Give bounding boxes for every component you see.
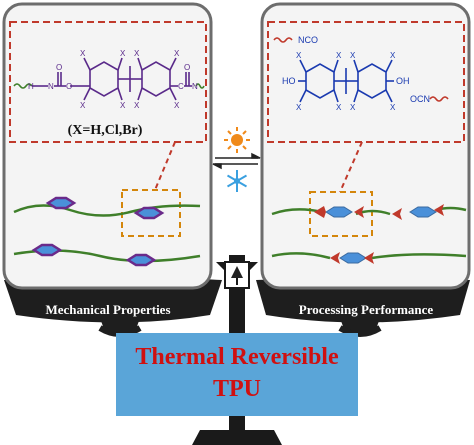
- right-chevron-4: [434, 204, 444, 216]
- left-hexagon-1: [45, 196, 77, 210]
- right-panel: NCO X X X X X X X X: [260, 2, 471, 290]
- right-chevron-5: [330, 252, 340, 264]
- left-panel-frame: [2, 2, 213, 290]
- right-zoom-connector: [339, 141, 363, 193]
- right-chain-2b: [371, 253, 467, 260]
- atom-x: X: [390, 103, 396, 112]
- oh-label: OH: [396, 76, 410, 86]
- right-chevron-6: [364, 252, 374, 264]
- center-equilibrium: [212, 127, 261, 192]
- ocn-label: OCN: [410, 94, 430, 104]
- atom-x: X: [350, 103, 356, 112]
- atom-x: X: [120, 101, 126, 110]
- atom-x: X: [336, 103, 342, 112]
- sun-icon: [224, 127, 250, 153]
- substituent-note: (X=H,Cl,Br): [68, 123, 143, 138]
- atom-x: X: [174, 101, 180, 110]
- left-pan-stem: [100, 318, 140, 332]
- atom-h: H: [28, 82, 34, 91]
- left-pan-caption: Mechanical Properties: [45, 302, 170, 317]
- left-molecule-labels: X X X X X X X X H N O O C O N: [28, 49, 198, 110]
- left-molecule-box: [9, 21, 207, 143]
- atom-o: O: [66, 82, 72, 91]
- left-molecule: [13, 57, 205, 101]
- atom-x: X: [80, 101, 86, 110]
- atom-x: X: [120, 49, 126, 58]
- base-box-rect: [116, 333, 358, 416]
- snowflake-icon: [226, 170, 248, 192]
- left-panel: X X X X X X X X H N O O C O N (X=H,Cl,Br…: [2, 2, 213, 290]
- atom-x: X: [134, 49, 140, 58]
- right-pan-bracket: [338, 325, 382, 337]
- ho-label: HO: [282, 76, 296, 86]
- right-highlight-box: [309, 191, 373, 237]
- right-panel-frame: [260, 2, 471, 290]
- equilibrium-arrows: [212, 152, 261, 170]
- right-molecule-box: [267, 21, 465, 143]
- atom-x: X: [350, 51, 356, 60]
- ocn-chain: [429, 96, 449, 102]
- atom-x: X: [174, 49, 180, 58]
- atom-x: X: [80, 49, 86, 58]
- nco-label: NCO: [298, 35, 318, 45]
- right-chevron-2: [354, 206, 364, 218]
- base-title-line2: TPU: [213, 376, 261, 402]
- balance-foot: [192, 430, 282, 445]
- right-pan-stem: [340, 318, 380, 332]
- left-hexagon-2: [133, 206, 165, 220]
- right-chain-2a: [271, 252, 331, 260]
- atom-x: X: [296, 51, 302, 60]
- base-title-line1: Thermal Reversible: [135, 344, 339, 370]
- atom-n: N: [48, 82, 54, 91]
- right-hexagon-2: [409, 206, 437, 218]
- atom-x: X: [296, 103, 302, 112]
- atom-x: X: [134, 101, 140, 110]
- left-hexagon-3: [31, 243, 63, 257]
- right-chevron-1: [314, 206, 326, 218]
- left-hexagon-4: [125, 253, 157, 267]
- nco-chain: [273, 37, 293, 43]
- right-chevron-3: [392, 208, 402, 220]
- left-chain-1: [13, 204, 201, 217]
- atom-c: C: [178, 82, 184, 91]
- atom-x: X: [390, 51, 396, 60]
- right-hexagon-1: [325, 206, 353, 218]
- right-molecule: [298, 59, 394, 103]
- right-molecule-labels: X X X X X X X X HO OH OCN: [282, 51, 430, 112]
- right-pan-caption: Processing Performance: [299, 302, 434, 317]
- atom-n: N: [192, 82, 198, 91]
- base-box: Thermal Reversible TPU: [116, 333, 358, 416]
- atom-o: O: [56, 63, 62, 72]
- atom-o: O: [184, 63, 190, 72]
- atom-x: X: [336, 51, 342, 60]
